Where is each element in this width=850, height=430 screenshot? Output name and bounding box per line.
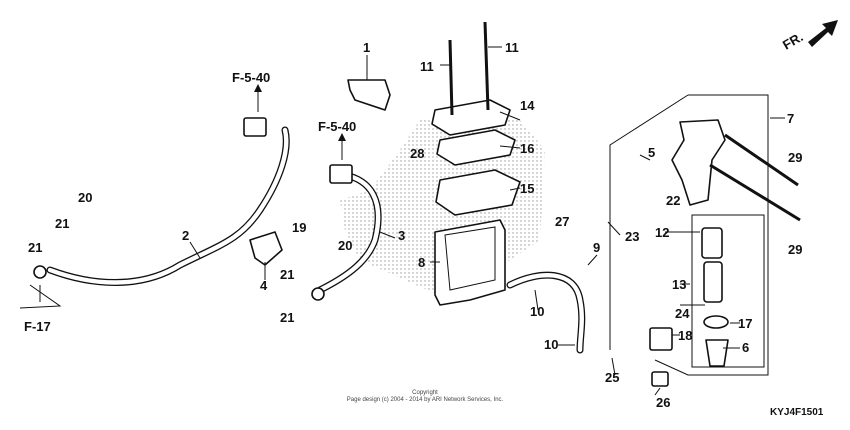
hose-clamp-middle	[329, 164, 353, 184]
reservoir-inner	[444, 226, 496, 291]
bolt-29-upper	[724, 133, 799, 187]
callout-15: 15	[520, 181, 534, 196]
callout-10-upper: 10	[530, 304, 544, 319]
callout-23: 23	[625, 229, 639, 244]
leader-lines	[189, 46, 785, 396]
callout-22: 22	[666, 193, 680, 208]
callout-24: 24	[675, 306, 690, 321]
callout-16: 16	[520, 141, 534, 156]
bolt-11-right	[483, 21, 490, 111]
master-cylinder-body	[671, 119, 726, 206]
callout-25: 25	[605, 370, 619, 385]
diaphragm-part-15	[435, 169, 521, 216]
callout-20-right: 20	[338, 238, 352, 253]
callout-27: 27	[555, 214, 569, 229]
callout-21-b: 21	[28, 240, 42, 255]
boot-part-6	[705, 339, 729, 367]
callout-14: 14	[520, 98, 535, 113]
hose-fitting-center	[311, 287, 325, 301]
callout-4: 4	[260, 278, 268, 293]
brake-hose-2	[46, 126, 290, 286]
assembly-bracket-line	[654, 94, 769, 376]
callout-20-left: 20	[78, 190, 92, 205]
diagram-code: KYJ4F1501	[770, 407, 824, 418]
copyright-text: Page design (c) 2004 - 2014 by ARI Netwo…	[347, 397, 504, 403]
callout-1: 1	[363, 40, 370, 55]
callout-29-upper: 29	[788, 150, 802, 165]
callout-3: 3	[398, 228, 405, 243]
cup-part-17	[703, 315, 729, 329]
ref-f-5-40-middle: F-5-40	[318, 119, 356, 134]
callout-21-a: 21	[55, 216, 69, 231]
callout-21-c: 21	[280, 267, 294, 282]
bolt-11-left	[448, 39, 454, 116]
front-direction-label: FR.	[780, 29, 806, 52]
bolt-29-lower	[709, 163, 801, 222]
callout-26: 26	[656, 395, 670, 410]
front-direction-arrow	[808, 20, 838, 47]
plate-part-26	[651, 371, 669, 387]
copyright-title: Copyright	[412, 390, 438, 396]
callout-13: 13	[672, 277, 686, 292]
brake-hose-3	[316, 171, 382, 294]
callout-11-left: 11	[420, 59, 434, 74]
callout-17: 17	[738, 316, 752, 331]
callout-7: 7	[787, 111, 794, 126]
callout-9: 9	[593, 240, 600, 255]
bracket-part-1	[347, 79, 391, 111]
hose-holder-part-4	[249, 231, 283, 266]
callout-10-lower: 10	[544, 337, 558, 352]
callout-labels: 1 2 3 4 5 6 7 8 9 10 10 11 11 12 13 14 1…	[28, 40, 802, 410]
callout-28: 28	[410, 146, 424, 161]
ref-f-17: F-17	[24, 319, 51, 334]
callout-11-right: 11	[505, 40, 519, 55]
callout-5: 5	[648, 145, 655, 160]
spring-part-12	[701, 227, 723, 259]
callout-21-d: 21	[280, 310, 294, 325]
reservoir-part-8	[434, 219, 506, 306]
hose-clamp-upper	[243, 117, 267, 137]
hose-fitting-left	[33, 265, 47, 279]
callout-6: 6	[742, 340, 749, 355]
callout-29-lower: 29	[788, 242, 802, 257]
ref-f-5-40-left: F-5-40	[232, 70, 270, 85]
piston-part	[703, 261, 723, 303]
callout-12: 12	[655, 225, 669, 240]
sub-assembly-box	[691, 214, 765, 368]
callout-8: 8	[418, 255, 425, 270]
assembly-bracket-line-left	[609, 94, 689, 350]
plate-part-16	[436, 129, 516, 166]
callout-18: 18	[678, 328, 692, 343]
callout-2: 2	[182, 228, 189, 243]
ref-f-17-bracket	[19, 284, 62, 309]
switch-part-18	[649, 327, 673, 351]
reservoir-hose-9	[506, 271, 586, 354]
callout-19: 19	[292, 220, 306, 235]
